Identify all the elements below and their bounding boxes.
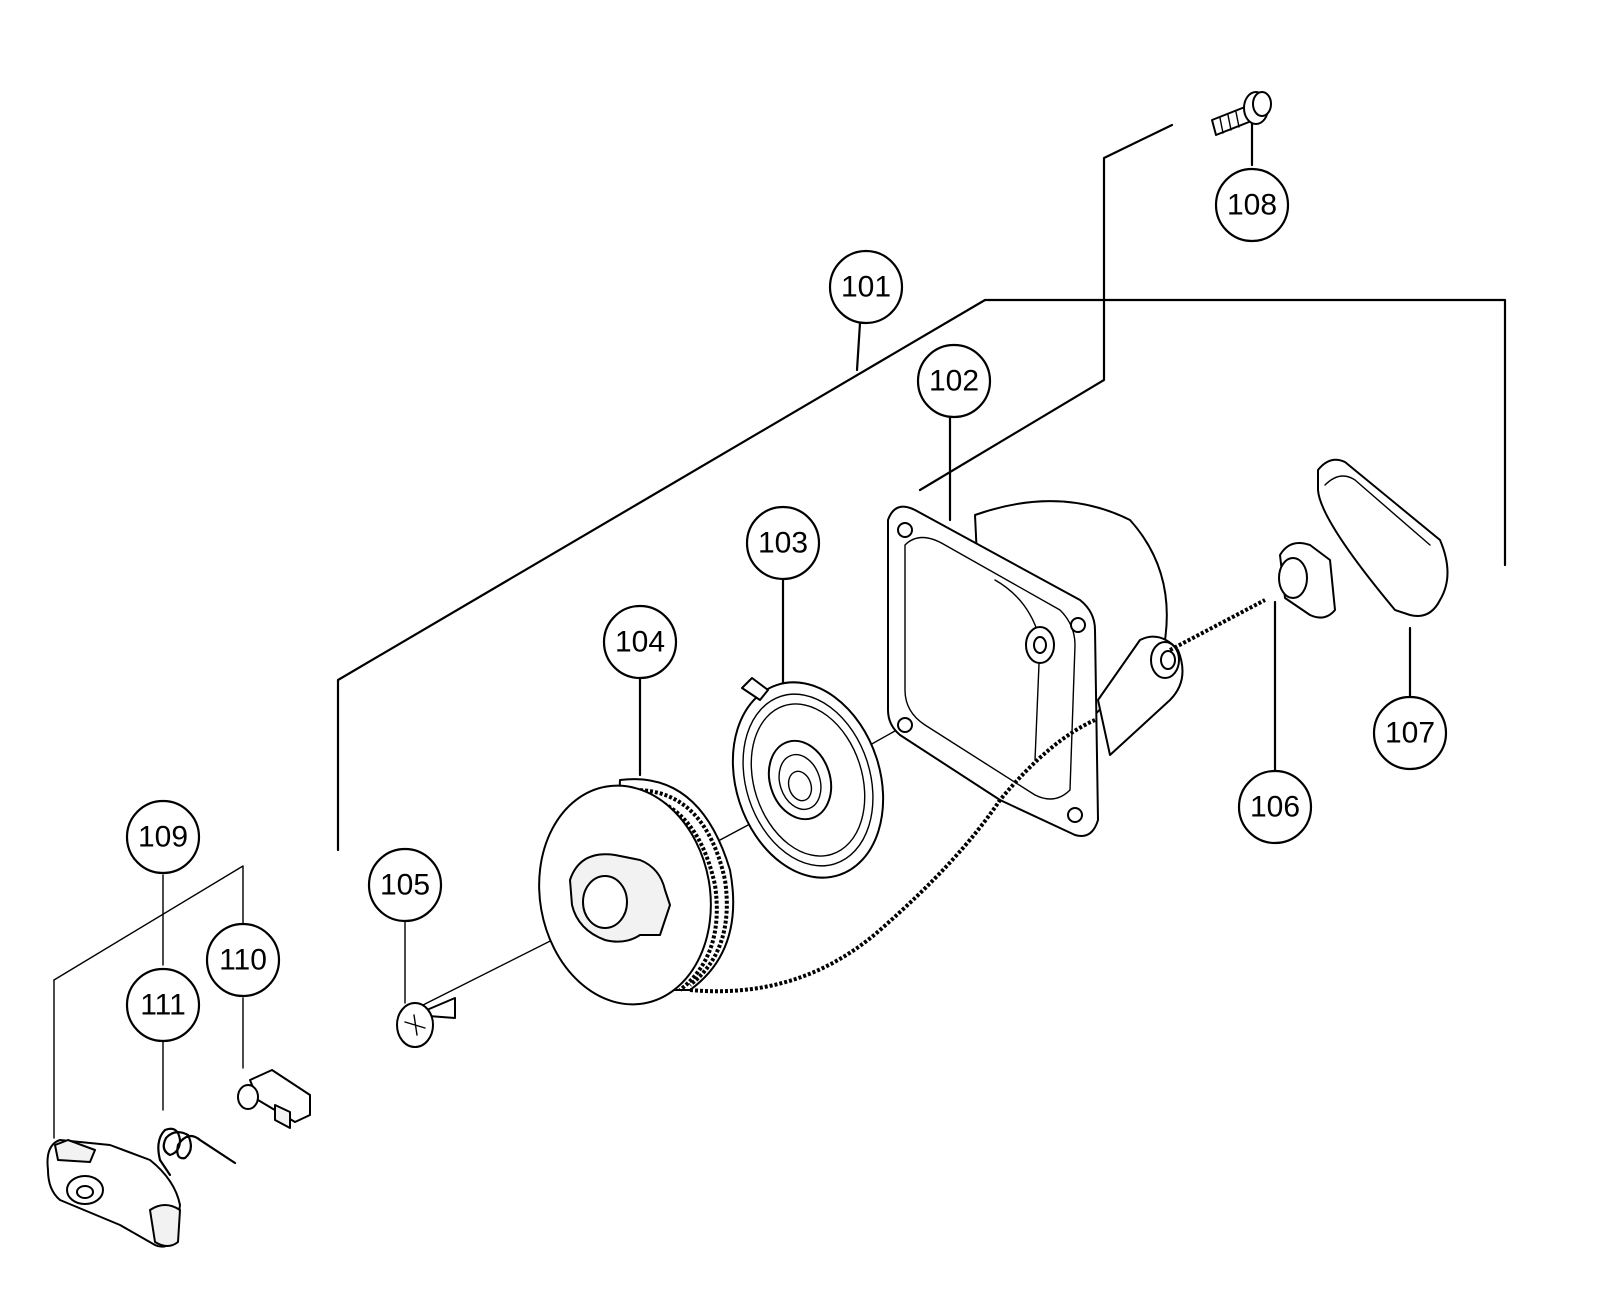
spring-111 bbox=[157, 1127, 237, 1177]
callout-109-label: 109 bbox=[138, 821, 188, 854]
bolt-108 bbox=[1211, 91, 1272, 136]
callout-101-label: 101 bbox=[841, 271, 891, 304]
reel-bore bbox=[582, 875, 628, 929]
leader-101 bbox=[855, 321, 862, 372]
starter-rope-lower bbox=[689, 718, 1096, 994]
bracket-101 bbox=[336, 298, 1507, 852]
callout-105-label: 105 bbox=[380, 869, 430, 902]
guide-foot bbox=[274, 1104, 291, 1129]
leader-lines bbox=[53, 113, 1507, 1139]
callout-110: 110 bbox=[205, 922, 281, 998]
guide-pin bbox=[237, 1084, 259, 1110]
callout-106-label: 106 bbox=[1250, 791, 1300, 824]
pawl-tab bbox=[54, 1139, 96, 1163]
flange-hole-tl bbox=[897, 522, 913, 538]
callout-104-label: 104 bbox=[615, 626, 665, 659]
bracket-109-top bbox=[53, 865, 244, 981]
callout-107: 107 bbox=[1372, 695, 1448, 771]
pawl-hole bbox=[76, 1185, 94, 1199]
flange-hole-br bbox=[1067, 807, 1083, 823]
callout-108: 108 bbox=[1214, 167, 1290, 243]
callout-101: 101 bbox=[828, 249, 904, 325]
callout-106: 106 bbox=[1237, 769, 1313, 845]
callout-103-label: 103 bbox=[758, 527, 808, 560]
spring-hook bbox=[741, 677, 769, 701]
callout-111: 111 bbox=[125, 967, 201, 1043]
callout-102-label: 102 bbox=[929, 365, 979, 398]
pawl-109 bbox=[46, 1139, 181, 1248]
housing-102 bbox=[887, 500, 1184, 837]
torsion-spring bbox=[157, 1127, 237, 1165]
callout-103: 103 bbox=[745, 505, 821, 581]
guide-110 bbox=[237, 1069, 311, 1129]
callout-111-label: 111 bbox=[140, 989, 186, 1022]
handle-grip bbox=[1317, 458, 1449, 617]
handle-107 bbox=[1278, 458, 1449, 619]
callout-108-label: 108 bbox=[1227, 189, 1277, 222]
spring-103 bbox=[731, 677, 885, 879]
starter-rope-upper bbox=[1169, 598, 1266, 652]
handle-insert bbox=[1278, 557, 1308, 599]
callout-109: 109 bbox=[125, 799, 201, 875]
callout-102: 102 bbox=[916, 343, 992, 419]
callout-104: 104 bbox=[602, 604, 678, 680]
screw-105 bbox=[396, 997, 456, 1048]
bracket-108 bbox=[918, 123, 1174, 492]
housing-opening bbox=[904, 536, 1076, 800]
bolt-washer bbox=[1252, 91, 1272, 117]
flange-hole-bl bbox=[897, 717, 913, 733]
callout-107-label: 107 bbox=[1385, 717, 1435, 750]
pawl-tip bbox=[149, 1204, 181, 1247]
flange-hole-tr bbox=[1070, 617, 1086, 633]
reel-104 bbox=[538, 778, 735, 1006]
callout-110-label: 110 bbox=[219, 944, 267, 977]
callout-105: 105 bbox=[367, 847, 443, 923]
